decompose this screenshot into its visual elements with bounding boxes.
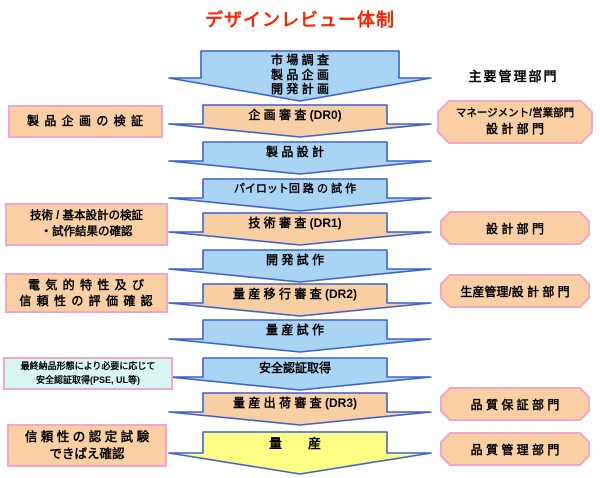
dept-line: 設 計 部 門 [485,221,544,236]
page-title: デザインレビュー体制 [205,10,395,30]
dept-quality-assurance: 品 質 保 証 部 門 [440,387,590,421]
down-arrow-shape [168,319,432,353]
flow-step-label: 企 画 審 査 (DR0) [248,107,342,122]
flow-step-product-design: 製 品 設 計 [168,141,432,175]
octagon-shape [440,211,590,245]
flow-step-label: 量 産 [268,435,321,451]
dept-management-sales-design: マネージメント/営業部門 設 計 部 門 [437,100,593,144]
down-arrow-shape [168,249,432,283]
dept-line: 品 質 保 証 部 門 [470,397,560,412]
flow-step-label: 安全認証取得 [258,360,331,375]
octagon-shape [440,432,590,466]
dept-line: マネージメント/営業部門 [455,107,575,120]
note-line: 製 品 企 画 の 検 証 [26,114,144,129]
down-arrow-shape [168,141,432,175]
down-arrow-shape [168,50,432,102]
flow-step-label: 製 品 設 計 [265,144,324,159]
right-column-header: 主要管理部門 [468,69,559,84]
note-line: 信 頼 性 の 評 価 確 認 [19,294,154,308]
octagon-shape [440,387,590,421]
note-line: 技術 / 基本設計の検証 [29,209,144,222]
flow-step-label: 技 術 審 査 (DR1) [248,215,342,230]
intro-line-1: 市 場 調 査 [270,53,329,67]
dept-line: 生産管理/設 計 部 門 [460,284,570,299]
flow-step-label: 量 産 移 行 審 査 (DR2) [232,286,357,301]
intro-line-3: 開 発 計 画 [270,82,329,96]
flow-step-label: 量 産 出 荷 審 査 (DR3) [232,395,357,410]
down-arrow-shape [168,357,432,391]
note-safety-certification-requirement: 最終納品形態により必要に応じて 安全認証取得(PSE, UL等) [3,357,173,390]
flow-step-label: 量 産 試 作 [265,322,324,337]
dept-line: 品 質 管 理 部 門 [470,442,560,457]
down-arrow-shape [168,104,432,138]
down-arrow-shape [168,431,432,475]
note-line: 電 気 的 特 性 及 び [27,277,145,292]
flow-step-tech-review-dr1: 技 術 審 査 (DR1) [168,212,432,246]
dept-quality-control: 品 質 管 理 部 門 [440,432,590,466]
flow-step-safety-certification: 安全認証取得 [168,357,432,391]
note-electrical-reliability-check: 電 気 的 特 性 及 び 信 頼 性 の 評 価 確 認 [5,273,168,313]
flow-step-pilot-circuit-trial: パイロット回 路 の 試 作 [168,178,432,212]
dept-line: 設 計 部 門 [485,121,544,136]
note-line: ・試作結果の確認 [40,225,133,238]
note-line: 最終納品形態により必要に応じて [20,361,156,372]
flow-step-shipping-review-dr3: 量 産 出 荷 審 査 (DR3) [168,392,432,426]
down-arrow-shape [168,283,432,317]
down-arrow-shape [168,392,432,426]
dept-production-control-design: 生産管理/設 計 部 門 [440,274,590,308]
intro-line-2: 製 品 企 画 [270,67,329,82]
flow-step-label: パイロット回 路 の 試 作 [233,183,357,195]
down-arrow-shape [168,212,432,246]
dept-design: 設 計 部 門 [440,211,590,245]
flow-step-dev-trial: 開 発 試 作 [168,249,432,283]
flow-step-mass-production-trial: 量 産 試 作 [168,319,432,353]
note-line: 信 頼 性 の 認 定 試 験 [24,429,150,444]
down-arrow-shape [168,178,432,212]
flow-step-intro: 市 場 調 査 製 品 企 画 開 発 計 画 [168,50,432,102]
note-reliability-qualification-test: 信 頼 性 の 認 定 試 験 できばえ確認 [7,424,167,467]
flow-step-mass-production: 量 産 [168,431,432,475]
note-tech-design-verification: 技術 / 基本設計の検証 ・試作結果の確認 [5,203,168,246]
note-line: できばえ確認 [49,446,125,461]
note-product-plan-verification: 製 品 企 画 の 検 証 [8,105,163,138]
flow-step-label: 開 発 試 作 [265,252,324,267]
octagon-shape [440,274,590,308]
flow-step-plan-review-dr0: 企 画 審 査 (DR0) [168,104,432,138]
octagon-shape [437,100,593,144]
note-line: 安全認証取得(PSE, UL等) [35,374,140,385]
flow-step-mass-production-transfer-review-dr2: 量 産 移 行 審 査 (DR2) [168,283,432,317]
flow-step-intro-label: 市 場 調 査 製 品 企 画 開 発 計 画 [201,53,399,97]
